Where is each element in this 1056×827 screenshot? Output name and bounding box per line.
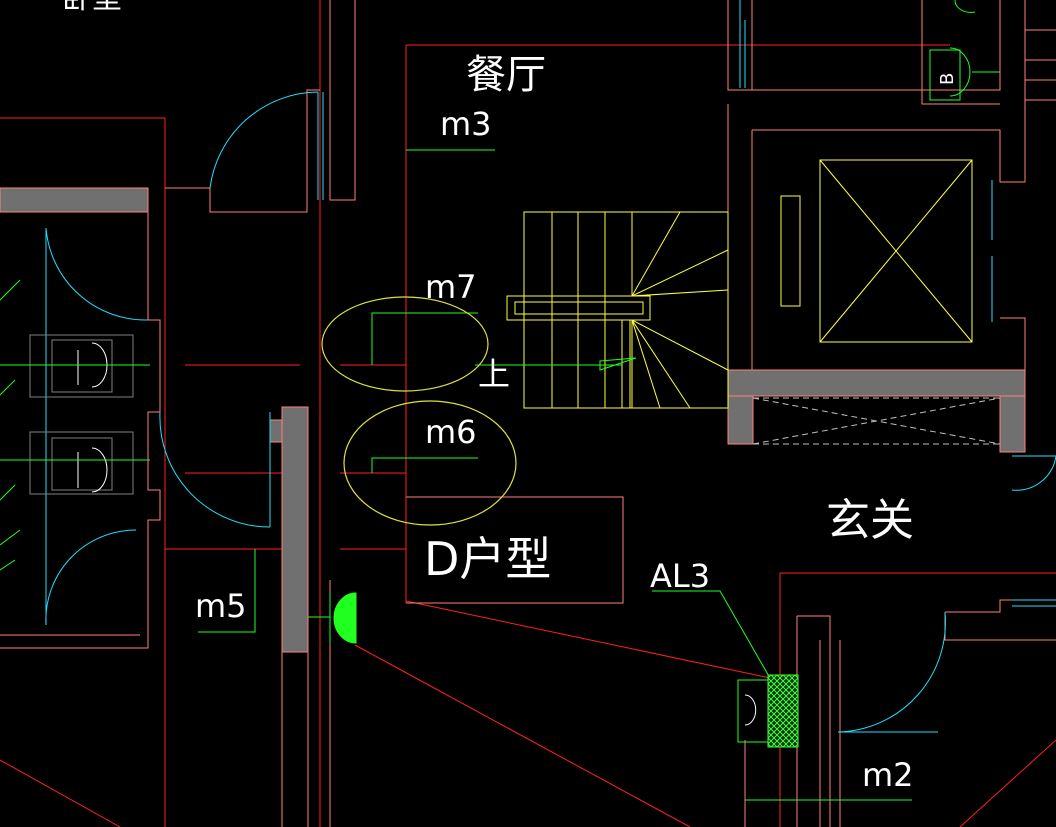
label-foyer: 玄关 [826,495,914,546]
label-dining: 餐厅 [466,52,546,98]
label-m3: m3 [440,105,492,143]
elevator-door-zone [752,397,1001,445]
elevator-icon [780,159,973,343]
annotation-leaders [198,149,912,801]
room-labels: 卧室 餐厅 m3 m7 上 m6 D户型 玄关 AL3 m5 m2 [62,0,914,794]
distribution-box-icon [737,674,799,748]
switch-symbol-icon [929,0,1000,101]
green-basin-links [0,279,150,571]
wash-basins [29,334,134,495]
label-al3: AL3 [650,557,710,595]
stairs [506,211,729,409]
light-fixture-icon [329,592,357,644]
callout-ellipse-m7 [321,296,489,392]
label-m7: m7 [425,268,477,306]
label-m2: m2 [862,756,914,794]
callout-ellipse-m6 [343,400,517,526]
label-top-left-cut: 卧室 [62,0,122,16]
label-m5: m5 [195,587,247,625]
label-unit-type: D户型 [424,532,551,586]
doors-windows [45,0,1056,733]
label-m6: m6 [425,413,477,451]
label-up: 上 [478,355,510,393]
b-mark-label: B [937,73,958,85]
gray-walls [0,187,1026,653]
